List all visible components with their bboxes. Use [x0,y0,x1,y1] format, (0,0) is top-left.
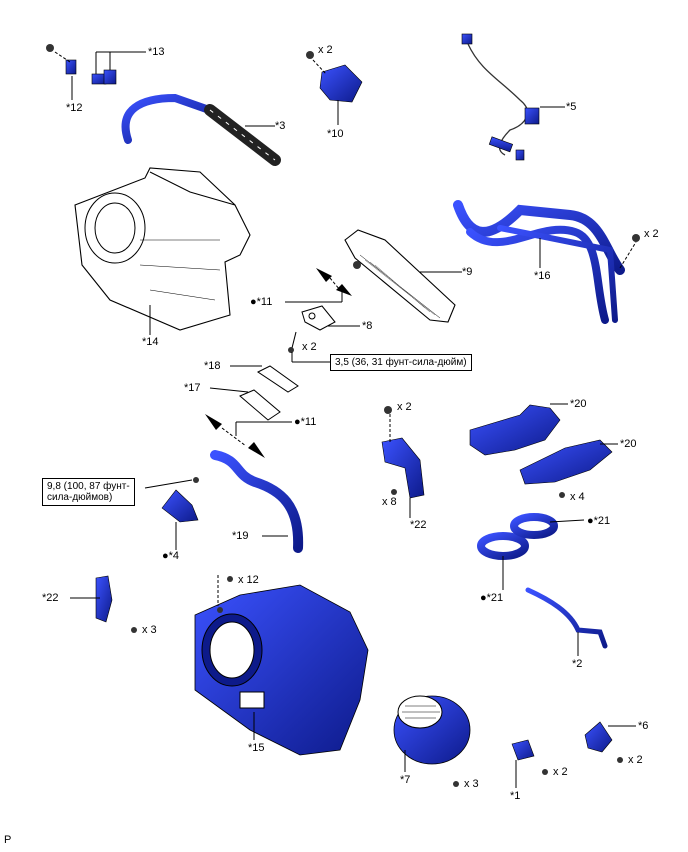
qty-part-8: x 2 [302,341,317,353]
part-18-cover [230,365,299,393]
part-11-upper-arrows [285,268,352,303]
part-22-left-bracket [70,575,137,633]
part-14-case-upper [74,167,251,335]
label-part-20-lower: *20 [620,438,637,450]
label-part-21-lower: ●*21 [480,592,504,604]
label-part-4: ●*4 [162,550,180,562]
part-5-wire-harness [461,33,565,161]
label-part-9: *9 [462,266,473,278]
part-16-pipes [453,200,640,324]
label-part-3: *3 [275,120,286,132]
part-12-clip [46,44,77,100]
part-11-lower-arrows [205,414,292,458]
label-part-11-upper: ●*11 [250,296,273,308]
corner-mark: P [4,834,12,846]
qty-part-22-top: x 2 [397,401,412,413]
part-20-upper [469,403,568,456]
label-part-22-left: *22 [42,592,59,604]
part-17-cover [209,387,281,421]
part-3-pipe [121,93,281,166]
part-1-sensor [511,739,548,788]
label-part-1: *1 [510,790,521,802]
qty-part-22-left: x 3 [142,624,157,636]
part-7-blower [393,695,471,787]
qty-part-1: x 2 [553,766,568,778]
torque-leader [144,479,193,489]
label-part-22-center: *22 [410,519,427,531]
label-part-12: *12 [66,102,83,114]
label-part-20-upper: *20 [570,398,587,410]
part-21-rings [477,513,585,590]
label-part-13: *13 [148,46,165,58]
label-part-8: *8 [362,320,373,332]
label-part-11-lower: ●*11 [294,416,317,428]
label-part-10: *10 [327,128,344,140]
part-2-pipe [525,587,608,656]
part-19-pipe [210,450,304,553]
label-part-2: *2 [572,658,583,670]
part-20-lower [519,439,618,498]
label-part-5: *5 [566,101,577,113]
label-part-21-upper: ●*21 [587,515,611,527]
label-part-15: *15 [248,742,265,754]
part-22-center-bracket [381,406,425,518]
qty-part-15: x 12 [238,574,259,586]
part-15-case-lower [194,575,369,756]
qty-part-16: x 2 [644,228,659,240]
qty-part-7: x 3 [464,778,479,790]
qty-part-20: x 4 [570,491,585,503]
part-10-actuator [306,51,363,125]
part-13-clips [91,51,146,85]
part-9-evaporator [344,229,462,323]
label-part-14: *14 [142,336,159,348]
label-part-17: *17 [184,382,201,394]
label-part-6: *6 [638,720,649,732]
torque-spec-2-line2: сила-дюймов) [47,492,113,503]
part-6-actuator [584,721,636,763]
part-4-bracket [161,477,199,550]
qty-part-22-bottom: x 8 [382,496,397,508]
torque-spec-2-line1: 9,8 (100, 87 фунт- [47,481,130,492]
label-part-19: *19 [232,530,249,542]
part-8-bracket [288,305,360,363]
qty-part-10: x 2 [318,44,333,56]
torque-spec-2: 9,8 (100, 87 фунт- сила-дюймов) [42,478,135,506]
label-part-16: *16 [534,270,551,282]
qty-part-6: x 2 [628,754,643,766]
torque-spec-1: 3,5 (36, 31 фунт-сила-дюйм) [330,354,472,371]
label-part-18: *18 [204,360,221,372]
label-part-7: *7 [400,774,411,786]
